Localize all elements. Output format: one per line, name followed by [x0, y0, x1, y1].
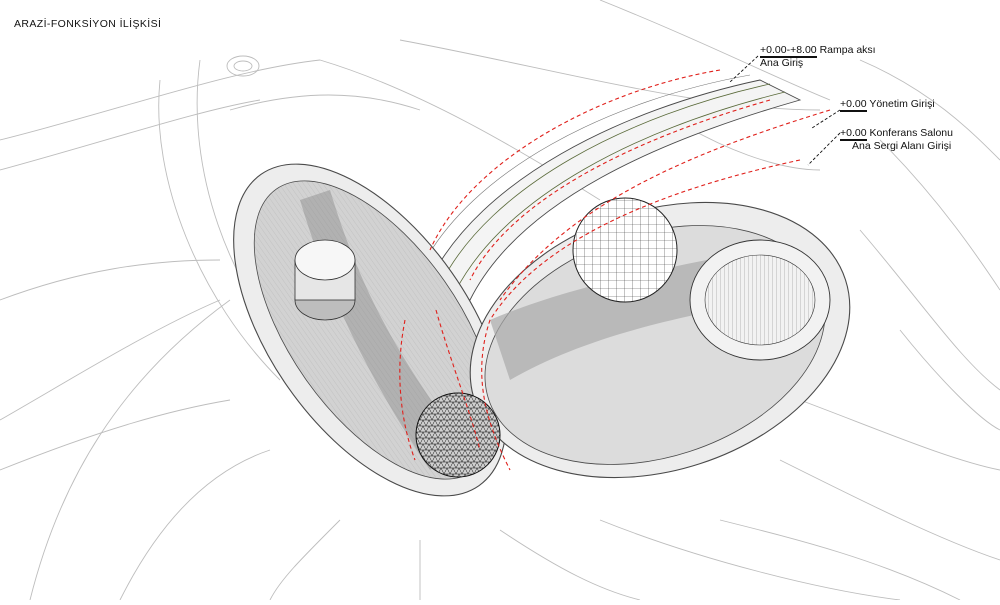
geodesic-dome [415, 392, 501, 478]
annotation-ramp-axis: +0.00-+8.00 Rampa aksı Ana Giriş [760, 44, 876, 70]
annotation-level: +0.00 [840, 98, 867, 110]
site-roundabout-inner [233, 60, 253, 72]
annotation-sub: Ana Giriş [760, 57, 804, 69]
annotation-level: +0.00-+8.00 [760, 44, 817, 56]
annotation-text: Rampa aksı [819, 44, 876, 56]
right-wing [469, 197, 851, 479]
circulation-paths [399, 69, 831, 471]
annotation-sub: Ana Sergi Alanı Girişi [852, 140, 952, 152]
annotation-text: Konferans Salonu [869, 127, 953, 139]
annotation-level: +0.00 [840, 127, 867, 139]
site-roundabout [226, 55, 260, 77]
diagram-title: ARAZİ-FONKSİYON İLİŞKİSİ [14, 18, 162, 30]
annotation-text: Yönetim Girişi [869, 98, 935, 110]
annotation-management-entrance: +0.00 Yönetim Girişi [840, 98, 935, 111]
annotation-leaders [729, 55, 841, 166]
annotation-conference-entrance: +0.00 Konferans Salonu Ana Sergi Alanı G… [840, 127, 953, 153]
